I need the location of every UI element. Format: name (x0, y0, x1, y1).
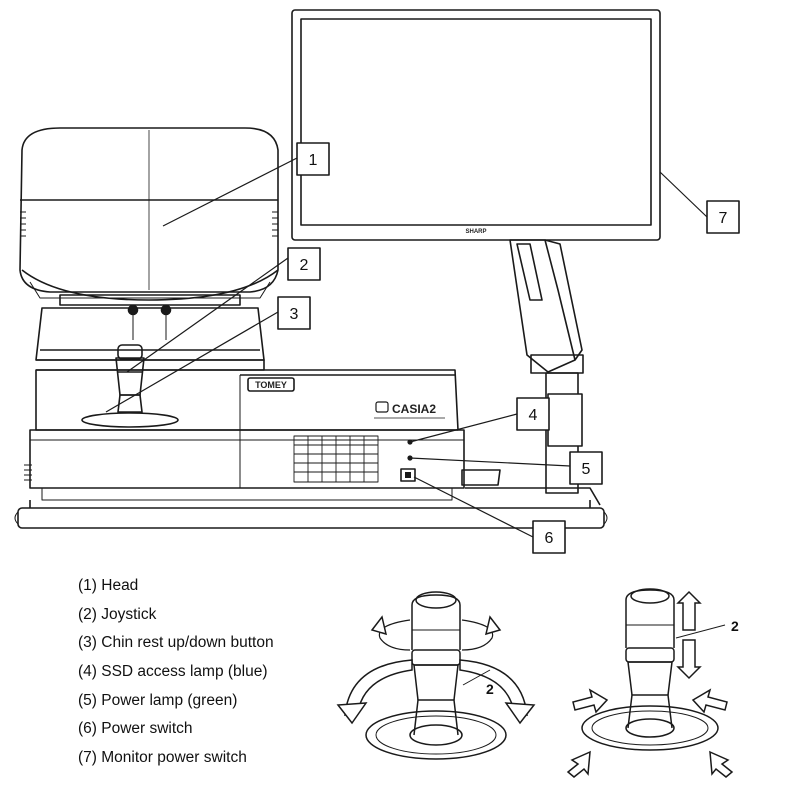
joystick-rotate-detail (336, 591, 536, 760)
power-switch (400, 468, 416, 482)
callout-box-4 (516, 397, 550, 431)
callout-number-6: 6 (545, 530, 554, 547)
callout-number-7: 7 (719, 210, 728, 227)
callout-box-3 (277, 296, 311, 330)
legend-item-power-lamp: (5) Power lamp (green) (78, 691, 238, 709)
joystick-label-rotate: 2 (486, 681, 494, 697)
callout-box-7 (706, 200, 740, 234)
joystick (81, 344, 179, 428)
parts-legend: (1) Head (2) Joystick (3) Chin rest up/d… (78, 572, 274, 773)
leader-lines (105, 157, 708, 538)
callout-number-2: 2 (300, 257, 309, 274)
joystick-move-detail (566, 588, 734, 778)
legend-item-monitor-power-switch: (7) Monitor power switch (78, 749, 247, 767)
callout-box-5 (569, 451, 603, 485)
callout-box-6 (532, 520, 566, 554)
callout-number-4: 4 (529, 407, 538, 424)
rails (14, 500, 608, 529)
legend-item-joystick: (2) Joystick (78, 605, 157, 623)
legend-item-power-switch: (6) Power switch (78, 720, 193, 738)
monitor-arm (461, 239, 601, 506)
joystick-label-vertical: 2 (731, 618, 739, 634)
callout-box-2 (287, 247, 321, 281)
callout-number-5: 5 (582, 461, 591, 478)
head (19, 127, 279, 301)
callout-boxes (277, 142, 740, 554)
maker-logo: TOMEY (255, 380, 287, 390)
callout-box-1 (296, 142, 330, 176)
monitor-brand-label: SHARP (465, 229, 486, 235)
head-support (59, 294, 241, 340)
base: TOMEY CASIA2 (24, 369, 465, 501)
legend-item-head: (1) Head (78, 577, 139, 594)
model-logo: CASIA2 (392, 402, 436, 416)
monitor: SHARP (291, 9, 661, 241)
callout-number-3: 3 (290, 306, 299, 323)
legend-item-ssd-lamp: (4) SSD access lamp (blue) (78, 663, 268, 681)
legend-item-chin-rest-button: (3) Chin rest up/down button (78, 634, 274, 652)
middle-housing (35, 307, 265, 371)
callout-number-1: 1 (309, 152, 318, 169)
